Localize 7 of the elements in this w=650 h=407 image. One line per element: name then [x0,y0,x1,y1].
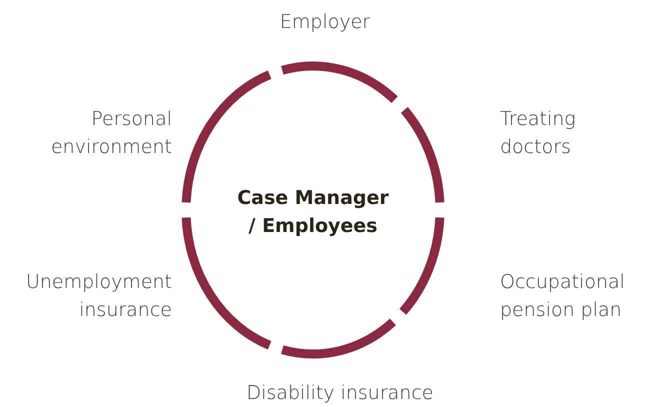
stakeholder-label: Treating doctors [500,107,577,160]
center-label: Case Manager / Employees [233,184,393,240]
stakeholder-label: Unemployment insurance [24,270,172,323]
stakeholder-label: Occupational pension plan [500,270,626,323]
stakeholder-label: Disability insurance [246,381,434,406]
stakeholder-label: Personal environment [50,107,172,160]
stakeholder-label: Employer [278,10,372,35]
